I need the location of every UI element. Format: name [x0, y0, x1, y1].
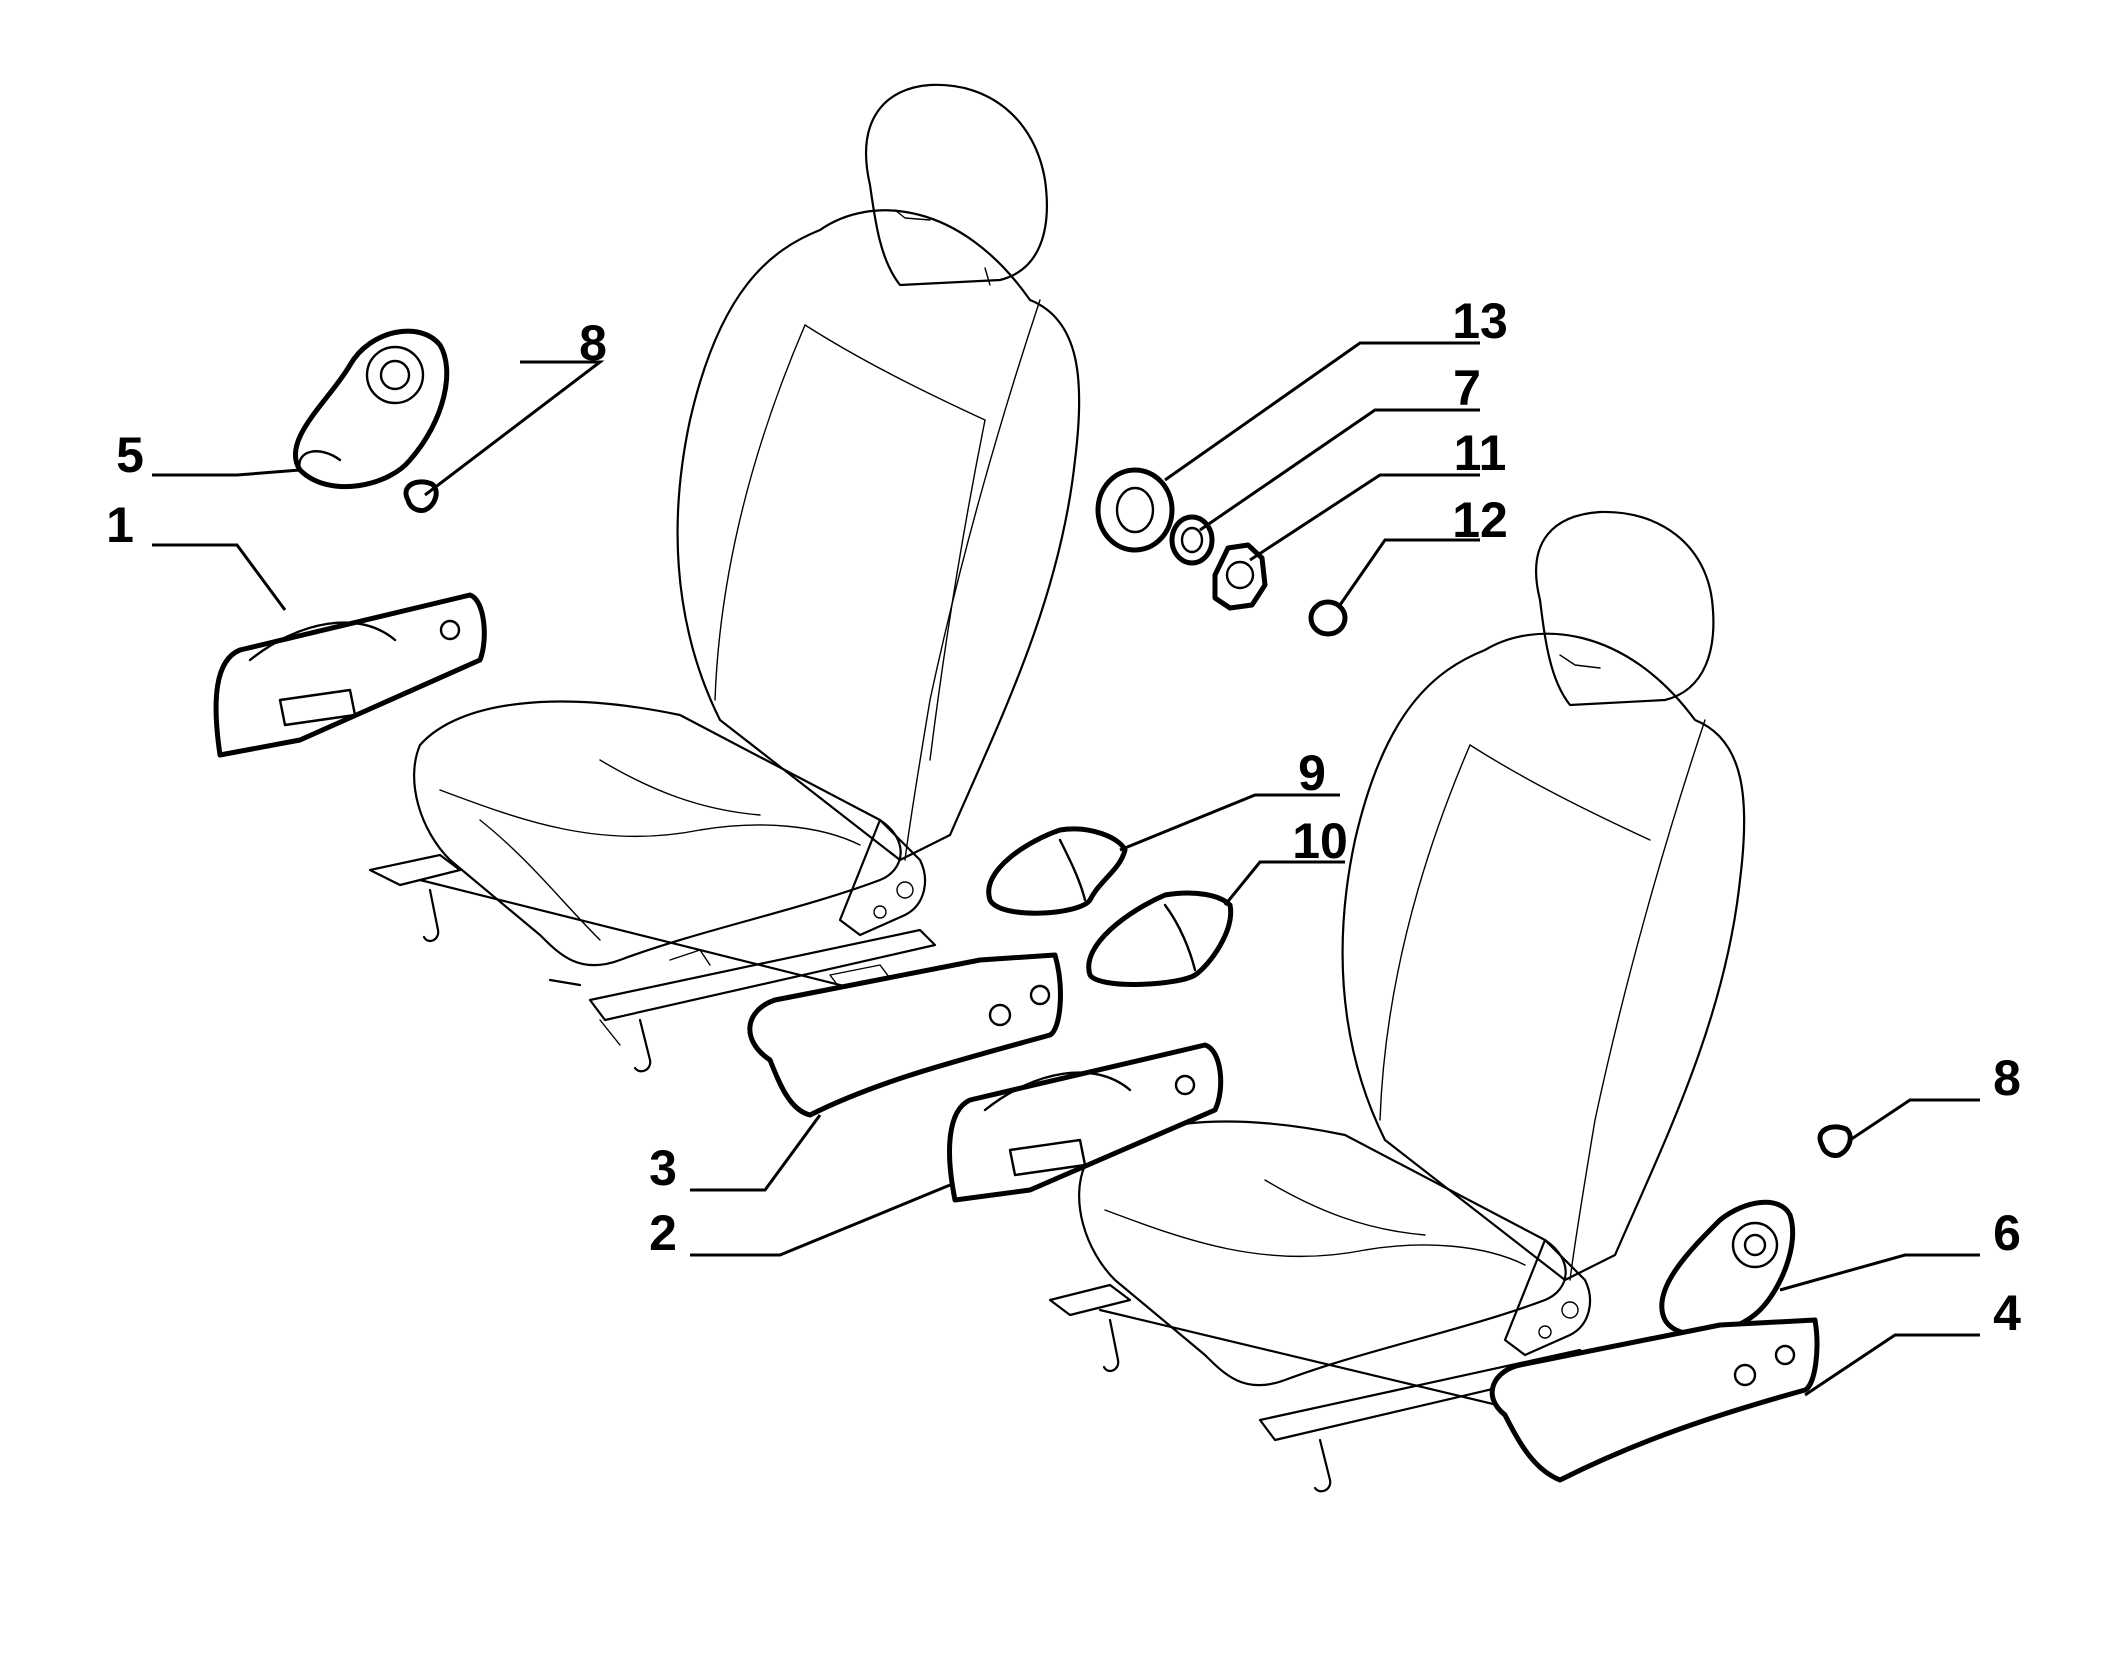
right-seat — [1048, 510, 1746, 1493]
callout-10: 10 — [1292, 813, 1348, 869]
callout-11: 11 — [1454, 425, 1507, 481]
callout-9: 9 — [1298, 745, 1326, 801]
part-8-screw-right — [1817, 1124, 1853, 1158]
part-1-trim — [213, 592, 487, 758]
callout-3: 3 — [649, 1140, 677, 1196]
part-13-washer — [1095, 467, 1175, 553]
part-4-front-trim — [1489, 1317, 1820, 1483]
callout-12: 12 — [1452, 492, 1508, 548]
part-2-trim — [947, 1042, 1224, 1203]
part-8-screw-left — [403, 479, 439, 513]
part-10-cover — [1086, 890, 1234, 987]
callout-1: 1 — [106, 497, 134, 553]
callout-7: 7 — [1453, 360, 1481, 416]
callout-13: 13 — [1452, 293, 1508, 349]
part-5-cover — [292, 328, 450, 490]
part-9-cover — [986, 826, 1128, 916]
callout-2: 2 — [649, 1205, 677, 1261]
leader-lines — [152, 341, 1980, 1397]
part-3-front-trim — [747, 952, 1063, 1118]
part-11-knob — [1212, 542, 1268, 611]
callout-6: 6 — [1993, 1205, 2021, 1261]
callout-5: 5 — [116, 427, 144, 483]
callout-4: 4 — [1993, 1285, 2021, 1341]
left-seat — [368, 83, 1081, 1073]
callout-8-left: 8 — [579, 315, 607, 371]
callout-labels: 1 2 3 4 5 6 7 8 8 9 10 11 12 13 — [106, 293, 2021, 1341]
part-6-cover — [1659, 1199, 1796, 1337]
callout-8-right: 8 — [1993, 1050, 2021, 1106]
part-7-ring — [1169, 514, 1215, 566]
part-12-cap — [1308, 599, 1348, 637]
